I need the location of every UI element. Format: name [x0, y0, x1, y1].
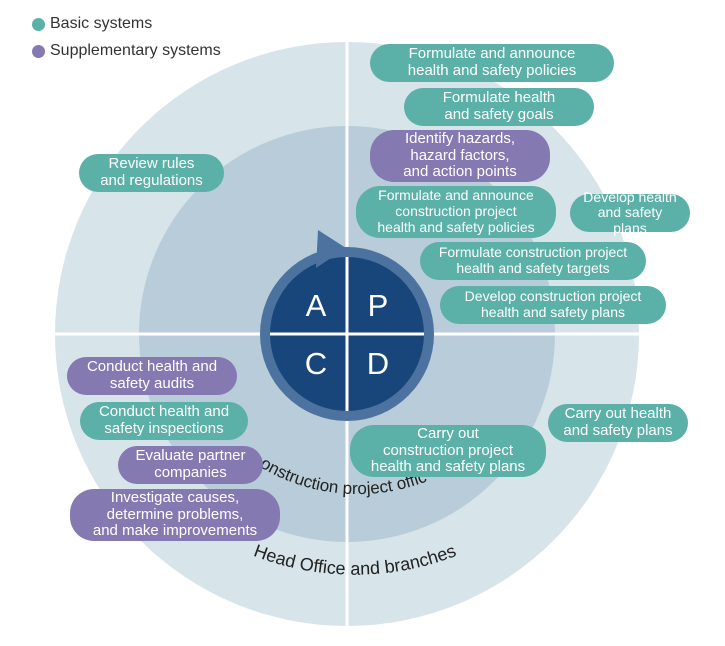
legend-supplementary-systems: Supplementary systems — [32, 42, 221, 60]
box-construction-policies: Formulate and announce construction proj… — [356, 186, 556, 238]
supplementary-systems-dot-icon — [32, 44, 45, 58]
legend-basic-systems: Basic systems — [32, 15, 152, 33]
legend-supplementary-label: Supplementary systems — [50, 42, 221, 59]
box-identify-hazards: Identify hazards, hazard factors, and ac… — [370, 130, 550, 182]
pdca-letter-d: D — [366, 346, 390, 381]
pdca-letter-a: A — [305, 288, 327, 323]
pdca-letter-p: P — [367, 288, 389, 323]
box-develop-plans: Develop health and safety plans — [570, 189, 690, 236]
cycle-arrow-icon — [316, 230, 346, 268]
box-announce-policies: Formulate and announce health and safety… — [370, 44, 614, 82]
box-construction-targets: Formulate construction project health an… — [420, 242, 646, 280]
legend-basic-label: Basic systems — [50, 15, 153, 32]
box-carry-out-plans: Carry out health and safety plans — [548, 404, 688, 442]
box-inspections: Conduct health and safety inspections — [80, 402, 248, 440]
pdca-letter-c: C — [304, 346, 328, 381]
box-construction-plans: Develop construction project health and … — [440, 286, 666, 324]
box-review-rules: Review rules and regulations — [79, 154, 224, 192]
box-health-goals: Formulate health and safety goals — [404, 88, 594, 126]
box-investigate: Investigate causes, determine problems, … — [70, 489, 280, 541]
box-carry-out-construction: Carry out construction project health an… — [350, 425, 546, 477]
box-audits: Conduct health and safety audits — [67, 357, 237, 395]
basic-systems-dot-icon — [32, 17, 45, 31]
box-partners: Evaluate partner companies — [118, 446, 263, 484]
